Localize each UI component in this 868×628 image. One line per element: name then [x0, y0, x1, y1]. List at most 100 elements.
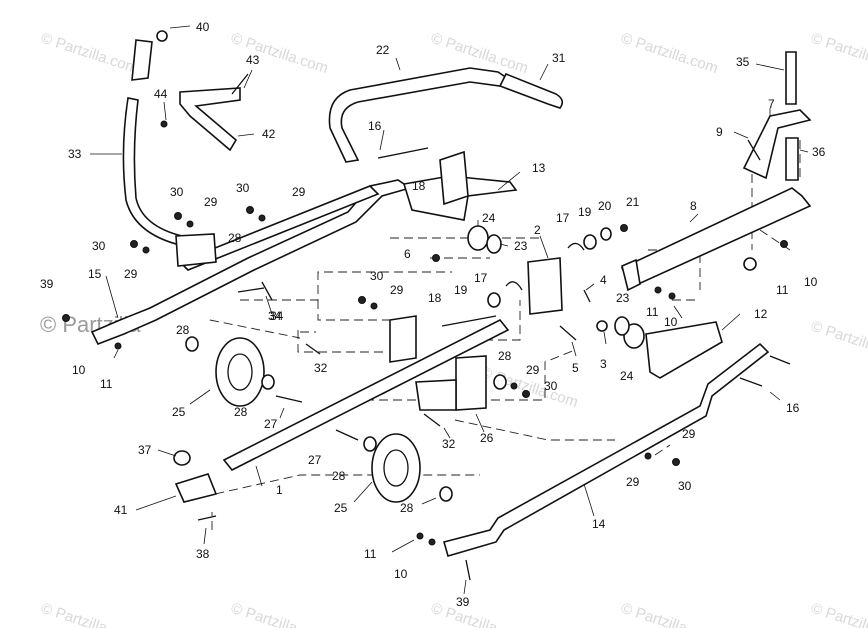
part-label-16: 16 — [786, 401, 800, 415]
watermark-text: © Partzilla.com — [619, 30, 720, 77]
part-label-29: 29 — [626, 475, 640, 489]
part-4-spring — [583, 289, 591, 303]
part-label-7: 7 — [768, 97, 775, 111]
part-8-rod — [620, 187, 812, 287]
part-28-washer — [363, 436, 377, 452]
part-21-nut — [620, 224, 628, 232]
part-label-29: 29 — [204, 195, 218, 209]
part-27-bolt — [275, 395, 303, 403]
part-label-32: 32 — [314, 361, 328, 375]
part-label-42: 42 — [262, 127, 276, 141]
part-label-29: 29 — [682, 427, 696, 441]
part-label-15: 15 — [88, 267, 102, 281]
part-label-38: 38 — [196, 547, 210, 561]
part-30-nut — [672, 458, 680, 466]
part-28-washer — [261, 374, 275, 390]
part-19-washer — [487, 292, 501, 308]
part-label-18: 18 — [412, 179, 426, 193]
part-label-33: 33 — [68, 147, 82, 161]
part-label-8: 8 — [690, 199, 697, 213]
part-25-pulley-left-inner — [227, 353, 253, 391]
part-label-25: 25 — [172, 405, 186, 419]
part-2-bracket — [527, 257, 563, 315]
watermark-text: © Partzilla.com — [809, 318, 868, 365]
part-36-spring — [785, 137, 799, 181]
part-label-30: 30 — [170, 185, 184, 199]
part-37-knob — [173, 450, 191, 466]
part-label-26: 26 — [480, 431, 494, 445]
part-label-28: 28 — [400, 501, 414, 515]
part-30-nut — [130, 240, 138, 248]
part-label-13: 13 — [532, 161, 546, 175]
part-number-labels: 40 43 22 31 35 44 42 7 33 16 9 36 13 30 … — [40, 20, 826, 609]
part-label-21: 21 — [626, 195, 640, 209]
part-32-bolt — [305, 343, 321, 355]
part-11-nut — [743, 257, 757, 271]
part-12-arm — [645, 321, 723, 379]
part-1-rod — [222, 318, 510, 472]
part-28-washer — [493, 374, 507, 390]
part-label-36: 36 — [812, 145, 826, 159]
part-label-32: 32 — [442, 437, 456, 451]
part-29-washer — [370, 302, 378, 310]
part-label-5: 5 — [572, 361, 579, 375]
watermark-text: © Partzilla.com — [429, 600, 530, 628]
part-34-bolt — [237, 287, 265, 293]
part-29-washer — [644, 452, 652, 460]
part-label-28: 28 — [234, 405, 248, 419]
part-29-washer — [258, 214, 266, 222]
part-label-23: 23 — [616, 291, 630, 305]
part-19-washer — [583, 234, 597, 250]
part-13-plate — [439, 150, 469, 206]
part-25-pulley-right — [371, 433, 421, 503]
part-label-11: 11 — [364, 547, 377, 561]
part-label-6: 6 — [404, 247, 411, 261]
part-28-washer — [439, 486, 453, 502]
part-label-9: 9 — [716, 125, 723, 139]
part-label-12: 12 — [754, 307, 768, 321]
part-label-23: 23 — [514, 239, 528, 253]
part-25-pulley-right-inner — [383, 449, 409, 487]
watermark-text: © Partzilla.com — [229, 600, 330, 628]
part-41-end — [174, 473, 218, 503]
part-label-17: 17 — [556, 211, 570, 225]
part-label-40: 40 — [196, 20, 210, 34]
part-label-39: 39 — [456, 595, 470, 609]
part-label-3: 3 — [600, 357, 607, 371]
part-11-nut — [654, 286, 662, 294]
part-29-washer — [510, 382, 518, 390]
part-10-washer — [428, 538, 436, 546]
hardware — [62, 73, 791, 581]
part-label-30: 30 — [544, 379, 558, 393]
part-16-bolt — [377, 147, 429, 159]
part-label-11: 11 — [100, 377, 113, 391]
part-6-bolt — [432, 254, 440, 262]
watermark-text: © Partzilla.com — [39, 30, 140, 77]
part-label-24: 24 — [482, 211, 496, 225]
part-label-10: 10 — [804, 275, 818, 289]
part-17-clip — [567, 242, 585, 251]
part-30-nut — [522, 390, 530, 398]
part-42-bracket — [179, 87, 241, 152]
part-label-29: 29 — [526, 363, 540, 377]
part-label-19: 19 — [578, 205, 592, 219]
part-label-4: 4 — [600, 273, 607, 287]
part-44-nut — [160, 120, 168, 128]
part-label-37: 37 — [138, 443, 152, 457]
part-5-bolt — [559, 325, 577, 341]
part-label-30: 30 — [236, 181, 250, 195]
part-label-10: 10 — [394, 567, 408, 581]
part-23-bushing — [486, 234, 502, 254]
part-33-top — [131, 39, 153, 81]
part-30-nut — [358, 296, 366, 304]
part-34-bolt — [261, 281, 273, 301]
part-18-bolt — [441, 315, 497, 327]
part-label-17: 17 — [474, 271, 488, 285]
part-26-base — [415, 379, 457, 411]
part-24-bearing — [467, 225, 489, 251]
part-label-30: 30 — [678, 479, 692, 493]
part-label-39: 39 — [40, 277, 54, 291]
part-20-washer — [600, 227, 612, 241]
part-label-27: 27 — [308, 453, 322, 467]
